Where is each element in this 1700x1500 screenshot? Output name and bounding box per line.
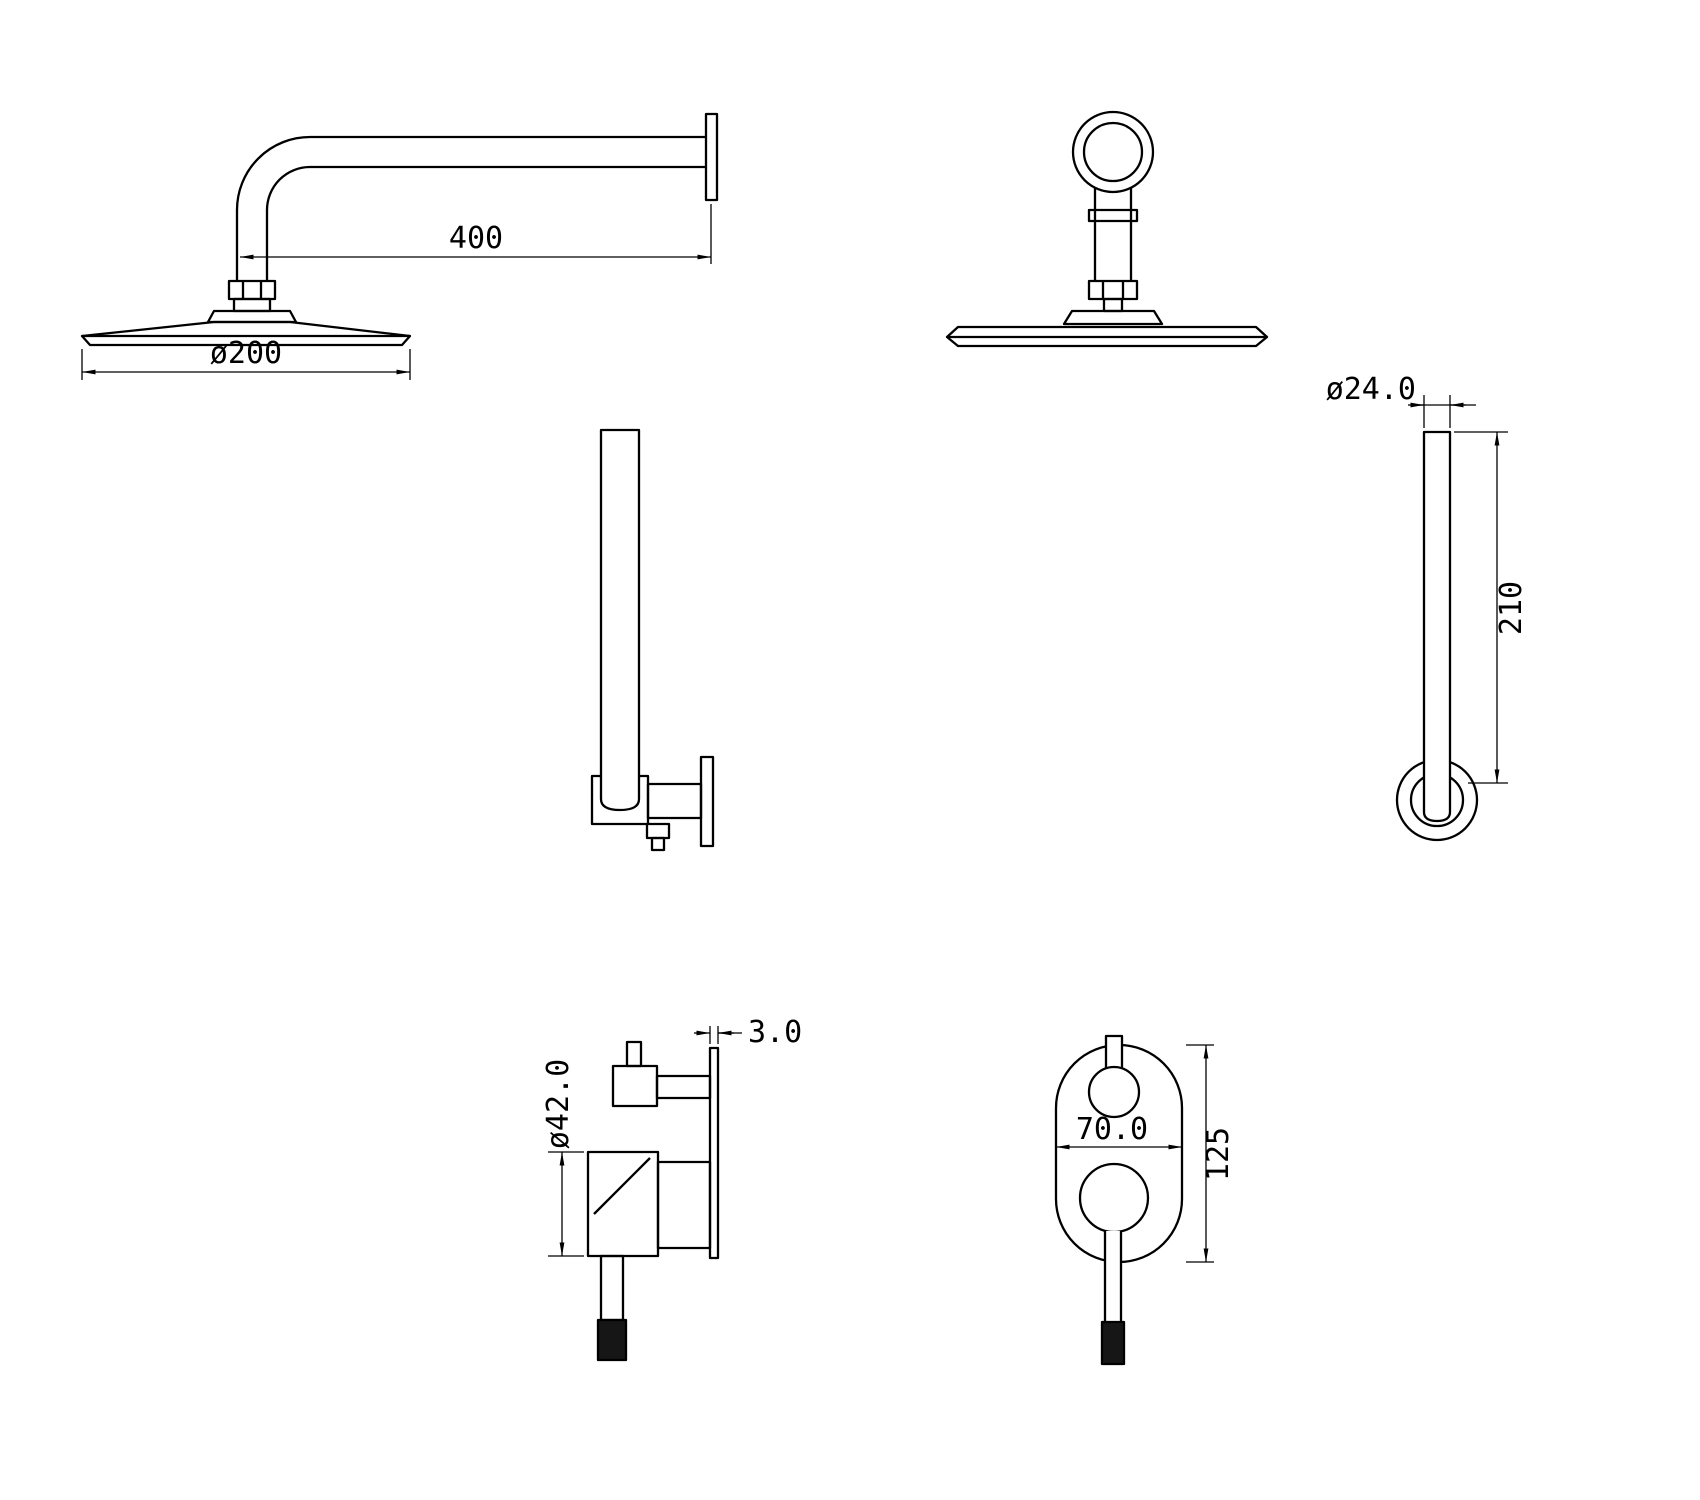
nozzle-tip xyxy=(650,836,666,852)
wall-flange xyxy=(699,755,715,848)
shower-head-disc xyxy=(80,334,412,347)
arm-connector-nut xyxy=(227,279,277,301)
diverter-stem xyxy=(625,1040,643,1068)
arm-length-label: 400 xyxy=(449,221,503,256)
handle-grip-knurl xyxy=(596,1318,628,1362)
head-cap xyxy=(206,309,298,324)
outlet-nozzle xyxy=(645,822,671,840)
mixer-valve-side-view xyxy=(586,1040,720,1362)
outlet-length-label: 210 xyxy=(1494,581,1529,635)
outlet-stub xyxy=(1102,297,1124,313)
arm-length-dimension: 400 xyxy=(240,204,712,264)
handle-stem-front-fill xyxy=(1105,1231,1121,1322)
handle-grip-knurl-front xyxy=(1100,1320,1126,1366)
diverter-knob-circle xyxy=(1087,1065,1141,1119)
valve-body-connector xyxy=(656,1160,712,1250)
plate-thickness-dimension: 3.0 xyxy=(694,1015,802,1050)
body-diameter-label: ø42.0 xyxy=(541,1059,576,1149)
outlet-diameter-dimension: ø24.0 xyxy=(1326,372,1476,428)
outlet-tube xyxy=(1422,430,1452,823)
handle-seam-line xyxy=(593,1157,651,1215)
tube-collar xyxy=(1087,208,1139,223)
wall-flange xyxy=(704,112,719,202)
outlet-diameter-label: ø24.0 xyxy=(1326,372,1416,407)
outlet-front-view xyxy=(1395,430,1479,842)
handshower-holder-side-view xyxy=(590,428,715,852)
shower-arm-tube-outer xyxy=(235,135,706,281)
diverter-connector xyxy=(655,1074,712,1100)
trim-plate xyxy=(1054,1043,1184,1264)
handle-stem xyxy=(599,1254,625,1322)
wall-flange-inner-circle xyxy=(1082,121,1144,183)
outlet-length-dimension: 210 xyxy=(1454,431,1529,784)
plate-height-dimension: 125 xyxy=(1186,1044,1236,1263)
shower-head-front-view xyxy=(945,110,1269,348)
plate-thickness-label: 3.0 xyxy=(748,1015,802,1050)
handle-tube xyxy=(599,428,641,812)
diverter-stem-front xyxy=(1104,1034,1124,1068)
mixer-valve-front-view xyxy=(1054,1034,1184,1366)
arm-collar xyxy=(232,297,272,313)
wall-flange-outer-circle xyxy=(1071,110,1155,194)
holder-connector xyxy=(646,782,703,820)
handle-hub-circle xyxy=(1078,1162,1150,1234)
valve-body xyxy=(586,1150,660,1258)
shower-arm-tube-inner xyxy=(265,165,706,281)
connector-nut-front xyxy=(1087,279,1139,301)
body-diameter-dimension: ø42.0 xyxy=(541,1059,584,1257)
head-diameter-label: ø200 xyxy=(210,336,282,371)
wall-plate-side xyxy=(708,1046,720,1260)
shower-head-cone-lines xyxy=(81,320,411,338)
shower-arm-side-view xyxy=(80,112,719,347)
plate-height-label: 125 xyxy=(1201,1127,1236,1181)
head-cap-front xyxy=(1062,309,1164,326)
plate-width-label: 70.0 xyxy=(1076,1112,1148,1147)
head-diameter-dimension: ø200 xyxy=(81,336,411,380)
diverter-knob xyxy=(611,1064,659,1108)
plate-width-dimension: 70.0 xyxy=(1056,1112,1182,1150)
